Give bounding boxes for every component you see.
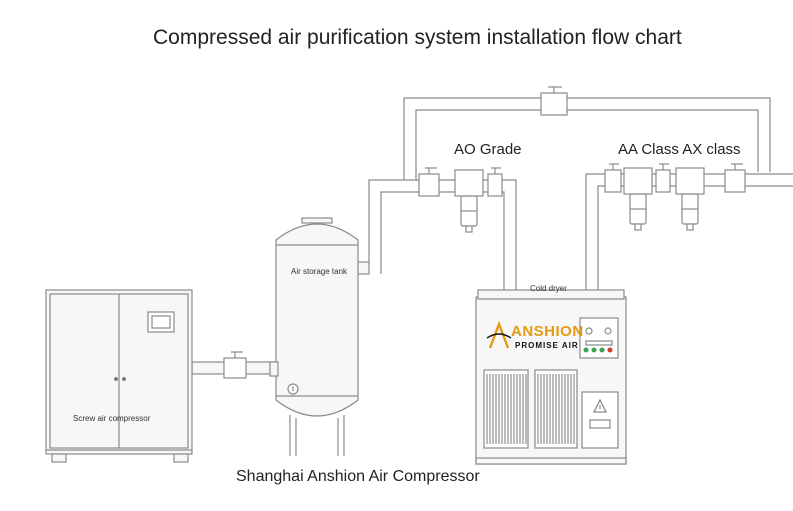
panel-button-green	[591, 347, 597, 353]
air-storage-tank-label: Air storage tank	[291, 267, 348, 276]
filter-ao	[454, 169, 484, 233]
cold-dryer-label: Cold dryer	[530, 284, 567, 293]
footer-caption: Shanghai Anshion Air Compressor	[236, 468, 480, 485]
filter-ax	[675, 167, 705, 231]
aa-ax-class-label: AA Class AX class	[618, 141, 741, 158]
dryer-vent-left	[483, 369, 529, 449]
panel-button-red	[607, 347, 613, 353]
filter-aa	[623, 167, 653, 231]
cold-dryer	[475, 289, 627, 465]
ball-valve-aa-middle[interactable]	[655, 163, 671, 193]
ao-grade-label: AO Grade	[454, 141, 522, 158]
pipe-ao-to-dryer	[414, 179, 517, 290]
screw-air-compressor	[45, 289, 193, 463]
ball-valve-compressor[interactable]	[223, 351, 247, 379]
ball-valve-ao-inlet[interactable]	[418, 167, 440, 197]
dryer-vent-slats	[486, 374, 575, 444]
screw-air-compressor-label: Screw air compressor	[73, 414, 151, 423]
ball-valve-bypass[interactable]	[540, 86, 568, 116]
panel-button-green	[599, 347, 605, 353]
ball-valve-ao-outlet[interactable]	[487, 167, 503, 197]
air-storage-tank	[269, 217, 359, 456]
diagram-title: Compressed air purification system insta…	[153, 26, 682, 49]
anshion-logo-icon	[486, 320, 512, 349]
logo-brand-text: ANSHION	[511, 323, 584, 340]
panel-button-green	[583, 347, 589, 353]
ball-valve-aa-inlet[interactable]	[604, 163, 622, 193]
pipe-tank-riser	[368, 179, 414, 274]
logo-tagline-text: PROMISE AIR	[515, 341, 579, 350]
ball-valve-ax-outlet[interactable]	[724, 163, 746, 193]
pipe-bypass-loop	[403, 97, 771, 180]
